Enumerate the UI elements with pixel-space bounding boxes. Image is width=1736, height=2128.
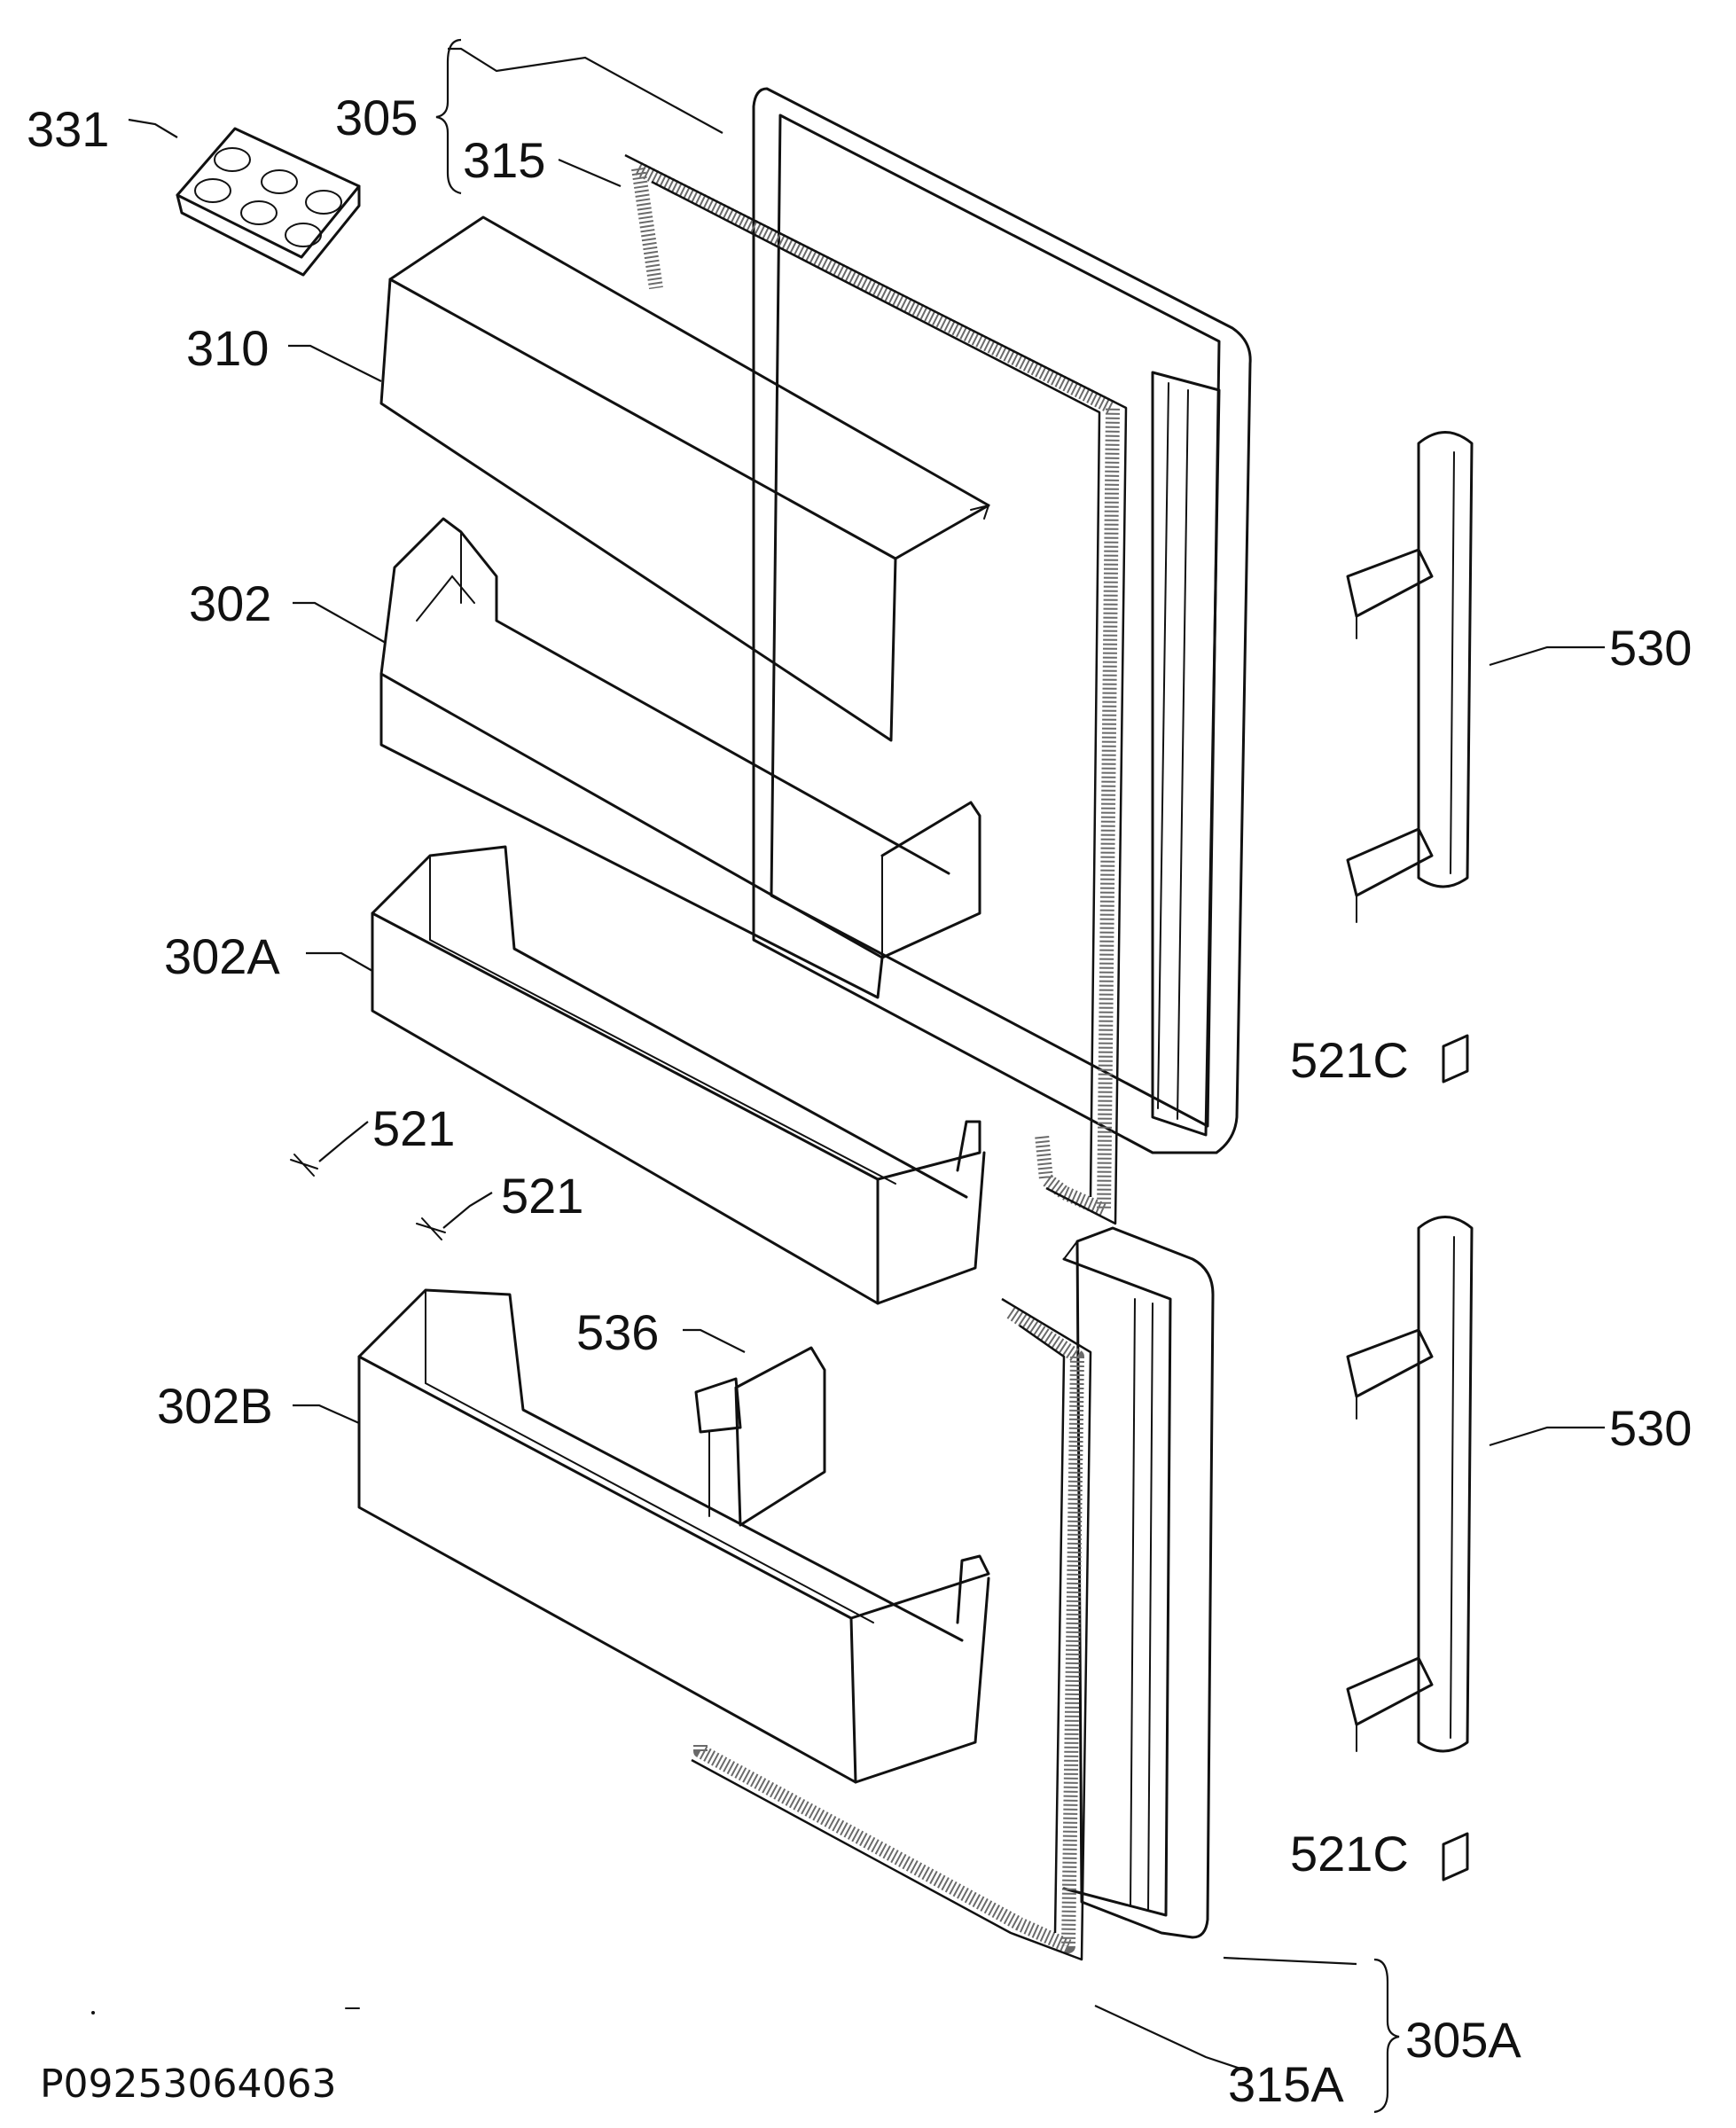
- label-521-b: 521: [501, 1168, 583, 1224]
- door-shelf-302B: [357, 1288, 990, 1784]
- label-331: 331: [27, 101, 109, 157]
- brace-305A: [1373, 1958, 1400, 2114]
- upper-door-gasket: [624, 153, 1128, 1225]
- label-536: 536: [576, 1304, 659, 1360]
- label-530-upper: 530: [1609, 620, 1692, 676]
- label-521-a: 521: [372, 1100, 455, 1156]
- label-315A: 315A: [1228, 2056, 1344, 2112]
- egg-tray: [176, 127, 361, 277]
- label-315: 315: [463, 132, 545, 188]
- door-shelf-302: [379, 517, 981, 999]
- screw-521-b: [416, 1217, 446, 1240]
- door-handle-lower: [1346, 1216, 1474, 1753]
- label-302B: 302B: [157, 1378, 273, 1434]
- brace-305: [435, 38, 462, 195]
- door-shelf-302A: [371, 845, 986, 1305]
- screw-521-a: [290, 1154, 318, 1177]
- label-302: 302: [189, 575, 271, 631]
- label-305A: 305A: [1405, 2012, 1521, 2068]
- cap-521C-upper: [1442, 1034, 1469, 1084]
- bracket-536: [694, 1346, 826, 1527]
- door-handle-upper: [1346, 431, 1474, 923]
- lower-door-frame: [1062, 1226, 1215, 1939]
- shelf-flap: [379, 215, 990, 742]
- label-310: 310: [186, 320, 269, 376]
- upper-door-frame: [752, 87, 1252, 1154]
- label-305: 305: [335, 90, 418, 145]
- lower-door-gasket: [691, 1297, 1092, 1961]
- label-302A: 302A: [164, 928, 280, 984]
- cap-521C-lower: [1442, 1832, 1469, 1882]
- label-530-lower: 530: [1609, 1400, 1692, 1456]
- label-521C-lower: 521C: [1290, 1826, 1409, 1882]
- drawing-code: P09253064063: [40, 2062, 336, 2107]
- leader-lines: [128, 47, 1605, 2072]
- label-521C-upper: 521C: [1290, 1032, 1409, 1088]
